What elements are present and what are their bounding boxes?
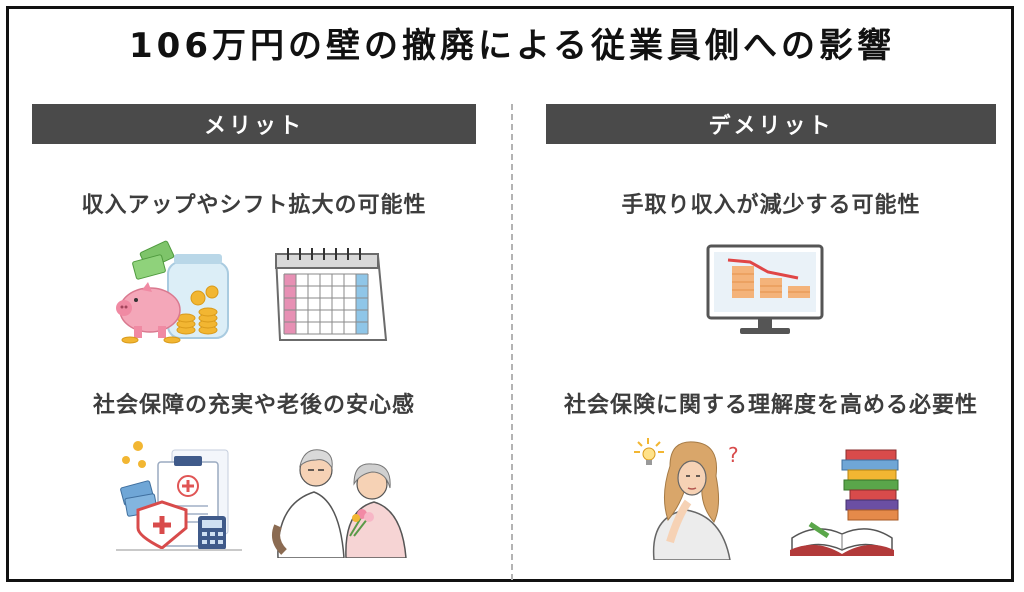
page-title: 106万円の壁の撤廃による従業員側への影響 — [129, 26, 895, 66]
declining-chart-monitor-icon — [706, 244, 824, 334]
svg-text:?: ? — [728, 443, 739, 467]
thinking-woman-icon: ? — [634, 438, 739, 560]
merit-item-1-label: 収入アップやシフト拡大の可能性 — [81, 193, 427, 218]
piggy-bank-icon — [116, 240, 229, 344]
insurance-document-icon — [116, 441, 242, 551]
demerit-item-2-label: 社会保険に関する理解度を高める必要性 — [563, 393, 978, 418]
elderly-couple-icon — [272, 449, 407, 558]
calendar-icon — [274, 248, 388, 341]
demerit-header: デメリット — [546, 104, 996, 144]
merit-header: メリット — [32, 104, 476, 144]
demerit-item-1-label: 手取り収入が減少する可能性 — [621, 193, 921, 218]
merit-item-2-label: 社会保障の充実や老後の安心感 — [92, 393, 415, 418]
column-divider — [511, 104, 513, 580]
books-icon — [790, 449, 899, 556]
